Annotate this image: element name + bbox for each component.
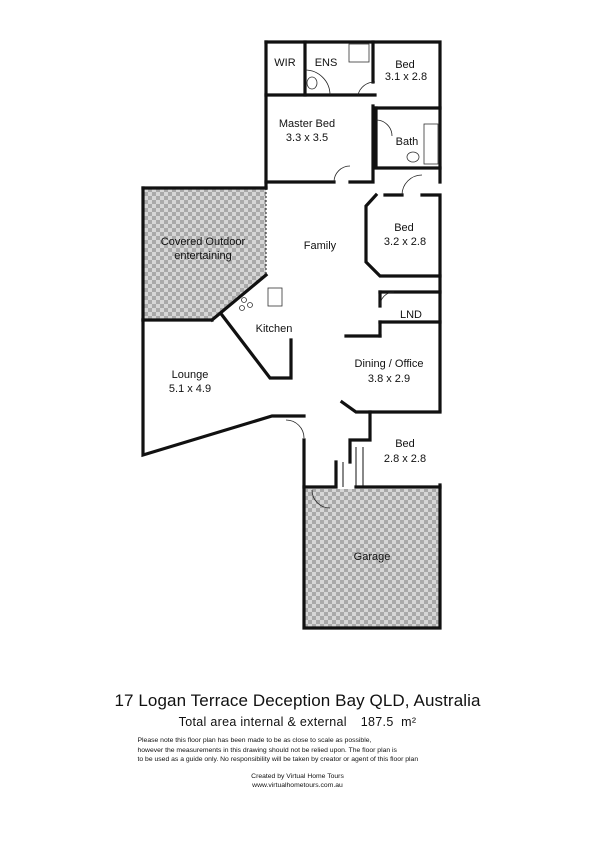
floor-plan-drawing: WIR ENS Bed 3.1 x 2.8 Master Bed 3.3 x 3… — [141, 40, 442, 630]
covered-outdoor-label-2: entertaining — [174, 250, 232, 262]
family-label: Family — [304, 240, 337, 252]
covered-outdoor-area — [143, 188, 266, 320]
kitchen-sink-icon — [267, 287, 283, 307]
master-bed-label: Master Bed — [279, 118, 335, 130]
interior-walls — [219, 40, 442, 489]
master-bed-size: 3.3 x 3.5 — [286, 132, 328, 144]
total-area: Total area internal & external 187.5 m² — [0, 714, 595, 730]
thin-lines — [265, 188, 364, 487]
credit-url: www.virtualhometours.com.au — [252, 781, 343, 789]
stove-burner-icon — [241, 297, 247, 303]
toilet-icon — [306, 76, 318, 90]
laundry-label: LND — [400, 309, 422, 321]
bed1-label: Bed — [395, 59, 415, 71]
bed3-size: 2.8 x 2.8 — [384, 453, 426, 465]
bed2-label: Bed — [394, 222, 414, 234]
kitchen-label: Kitchen — [256, 323, 293, 335]
disclaimer-line: to be used as a guide only. No responsib… — [137, 756, 419, 763]
wir-label: WIR — [274, 57, 295, 69]
property-address: 17 Logan Terrace Deception Bay QLD, Aust… — [114, 691, 481, 710]
lounge-size: 5.1 x 4.9 — [169, 383, 211, 395]
credit-line: Created by Virtual Home Tours — [251, 772, 344, 780]
lounge-label: Lounge — [172, 369, 209, 381]
bath-label: Bath — [396, 136, 419, 148]
disclaimer: Please note this floor plan has been mad… — [138, 736, 458, 765]
room-labels: WIR ENS Bed 3.1 x 2.8 Master Bed 3.3 x 3… — [161, 57, 427, 563]
disclaimer-line: however the measurements in this drawing… — [137, 746, 397, 754]
area-value: 187.5 — [360, 715, 394, 729]
fixtures — [239, 43, 439, 311]
bed2-size: 3.2 x 2.8 — [384, 236, 426, 248]
covered-outdoor-label: Covered Outdoor — [161, 236, 246, 248]
doors — [285, 69, 423, 509]
credits: Created by Virtual Home Tours www.virtua… — [0, 772, 595, 790]
basin-icon — [406, 151, 420, 163]
disclaimer-line: Please note this floor plan has been mad… — [137, 737, 372, 744]
area-unit: m² — [401, 715, 417, 729]
dining-office-size: 3.8 x 2.9 — [368, 373, 410, 385]
ens-label: ENS — [315, 57, 338, 69]
stove-burner-icon — [247, 302, 253, 308]
exterior-walls — [141, 40, 442, 630]
bed1-size: 3.1 x 2.8 — [385, 71, 427, 83]
garage-label: Garage — [354, 551, 391, 563]
bed3-label: Bed — [395, 438, 415, 450]
bathtub-fixture — [423, 123, 439, 165]
area-label: Total area internal & external — [178, 715, 347, 729]
footer: 17 Logan Terrace Deception Bay QLD, Aust… — [0, 690, 595, 790]
dining-office-label: Dining / Office — [355, 358, 424, 370]
shower-fixture — [348, 43, 370, 63]
stove-burner-icon — [239, 305, 245, 311]
garage-area — [304, 489, 440, 628]
